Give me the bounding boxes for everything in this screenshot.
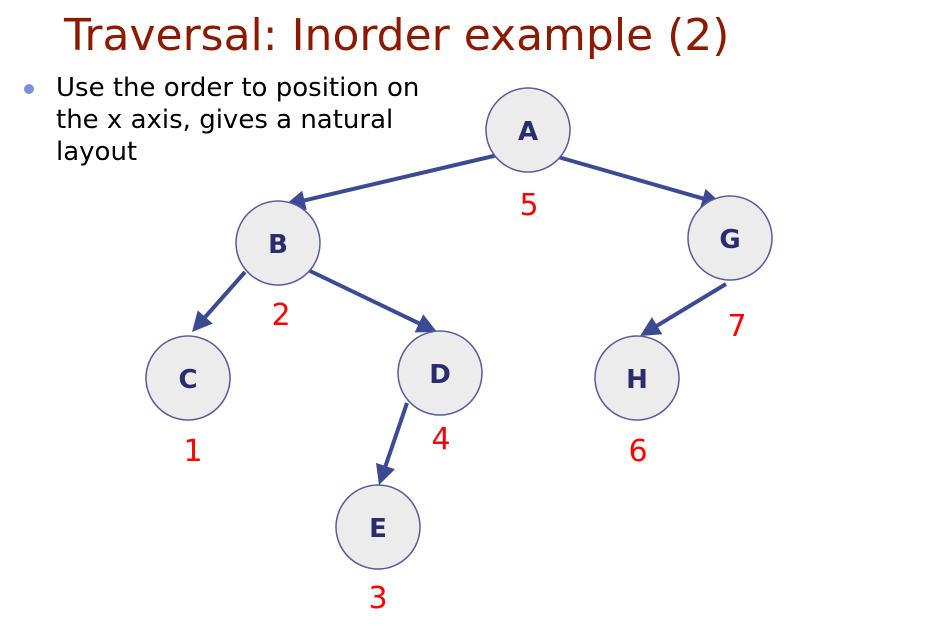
edge-a-g [557, 155, 722, 209]
bullet-dot-icon [24, 84, 34, 94]
order-label-h: 6 [628, 434, 647, 469]
arrowhead-icon [375, 462, 395, 485]
tree-node-h: H [594, 335, 680, 421]
node-label: B [268, 230, 288, 260]
edge-line [300, 153, 499, 204]
order-label-b: 2 [271, 298, 290, 333]
edge-line [557, 155, 708, 202]
node-label: H [626, 365, 648, 395]
edge-d-e [375, 402, 409, 485]
node-circle [594, 335, 680, 421]
node-circle [687, 195, 773, 281]
node-circle [235, 200, 321, 286]
orders-layer: 5 2 7 1 4 6 3 [183, 188, 746, 616]
tree-node-b: B [235, 200, 321, 286]
tree-node-c: C [145, 335, 231, 421]
arrowhead-icon [414, 314, 437, 333]
slide-title: Traversal: Inorder example (2) [64, 10, 730, 61]
arrowhead-icon [640, 317, 663, 336]
node-label: D [429, 360, 451, 390]
edge-line [307, 268, 424, 327]
edge-g-h [640, 282, 728, 336]
edge-b-d [307, 268, 437, 333]
order-label-g: 7 [727, 309, 746, 344]
node-label: C [178, 365, 197, 395]
edge-line [652, 282, 728, 330]
tree-node-g: G [687, 195, 773, 281]
bullet-text: Use the order to position on the x axis,… [56, 73, 420, 167]
order-label-d: 4 [431, 422, 450, 457]
tree-node-e: E [335, 484, 421, 570]
edges-layer [192, 153, 728, 485]
edge-b-c [192, 270, 247, 332]
edge-a-b [285, 153, 499, 211]
order-label-e: 3 [368, 581, 387, 616]
node-circle [335, 484, 421, 570]
node-label: A [518, 117, 538, 147]
tree-node-a: A [485, 87, 571, 173]
node-circle [397, 330, 483, 416]
node-circle [145, 335, 231, 421]
order-label-c: 1 [183, 434, 202, 469]
node-circle [485, 87, 571, 173]
order-label-a: 5 [519, 188, 538, 223]
node-label: E [369, 514, 387, 544]
node-label: G [719, 225, 740, 255]
edge-line [201, 270, 247, 322]
tree-node-d: D [397, 330, 483, 416]
nodes-layer: A B G C D H E [145, 87, 773, 570]
edge-line [382, 402, 409, 471]
arrowhead-icon [192, 310, 213, 332]
